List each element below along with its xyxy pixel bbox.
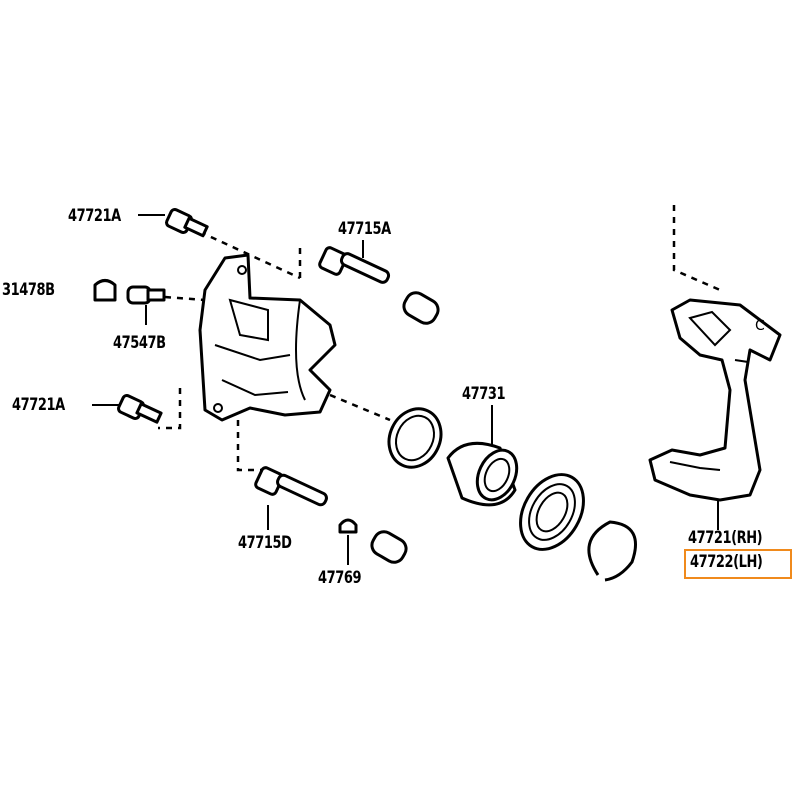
piston-seal [387,407,443,469]
pin-boot-upper [402,291,440,325]
label-47721a-top[interactable]: 47721A [68,206,121,226]
dashed-guide [164,295,206,302]
label-47715d[interactable]: 47715D [238,533,292,553]
label-47547b[interactable]: 47547B [113,333,166,353]
svg-text:C: C [755,318,765,334]
label-31478b[interactable]: 31478B [2,280,55,300]
bushing-47769 [338,518,358,534]
dashed-guide [329,393,391,422]
label-47721a-bottom[interactable]: 47721A [12,395,65,415]
label-47721-rh[interactable]: 47721(RH) [688,528,763,548]
dust-boot [519,473,585,551]
pin-boot-lower [370,530,408,564]
highlight-box [684,549,792,579]
dashed-guide [158,388,182,430]
label-47731[interactable]: 47731 [462,384,506,404]
caliper-mounting-bracket: C [648,298,782,502]
label-47715a[interactable]: 47715A [338,219,391,239]
bleeder-cap-31478b [93,279,117,302]
piston-47731 [446,441,519,507]
snap-ring [587,520,637,582]
label-47722-lh[interactable]: 47722(LH) [690,552,763,572]
slide-pin-47715a [318,246,391,284]
label-47769[interactable]: 47769 [318,568,362,588]
caliper-body [198,253,337,422]
dashed-guide [199,230,302,280]
bleeder-plug-47547b [126,285,166,305]
dashed-guide [672,205,721,292]
bolt-47721a-top [165,208,209,238]
bolt-47721a-bottom [117,394,163,424]
dashed-guide [236,420,262,472]
slide-pin-47715d [254,466,328,507]
